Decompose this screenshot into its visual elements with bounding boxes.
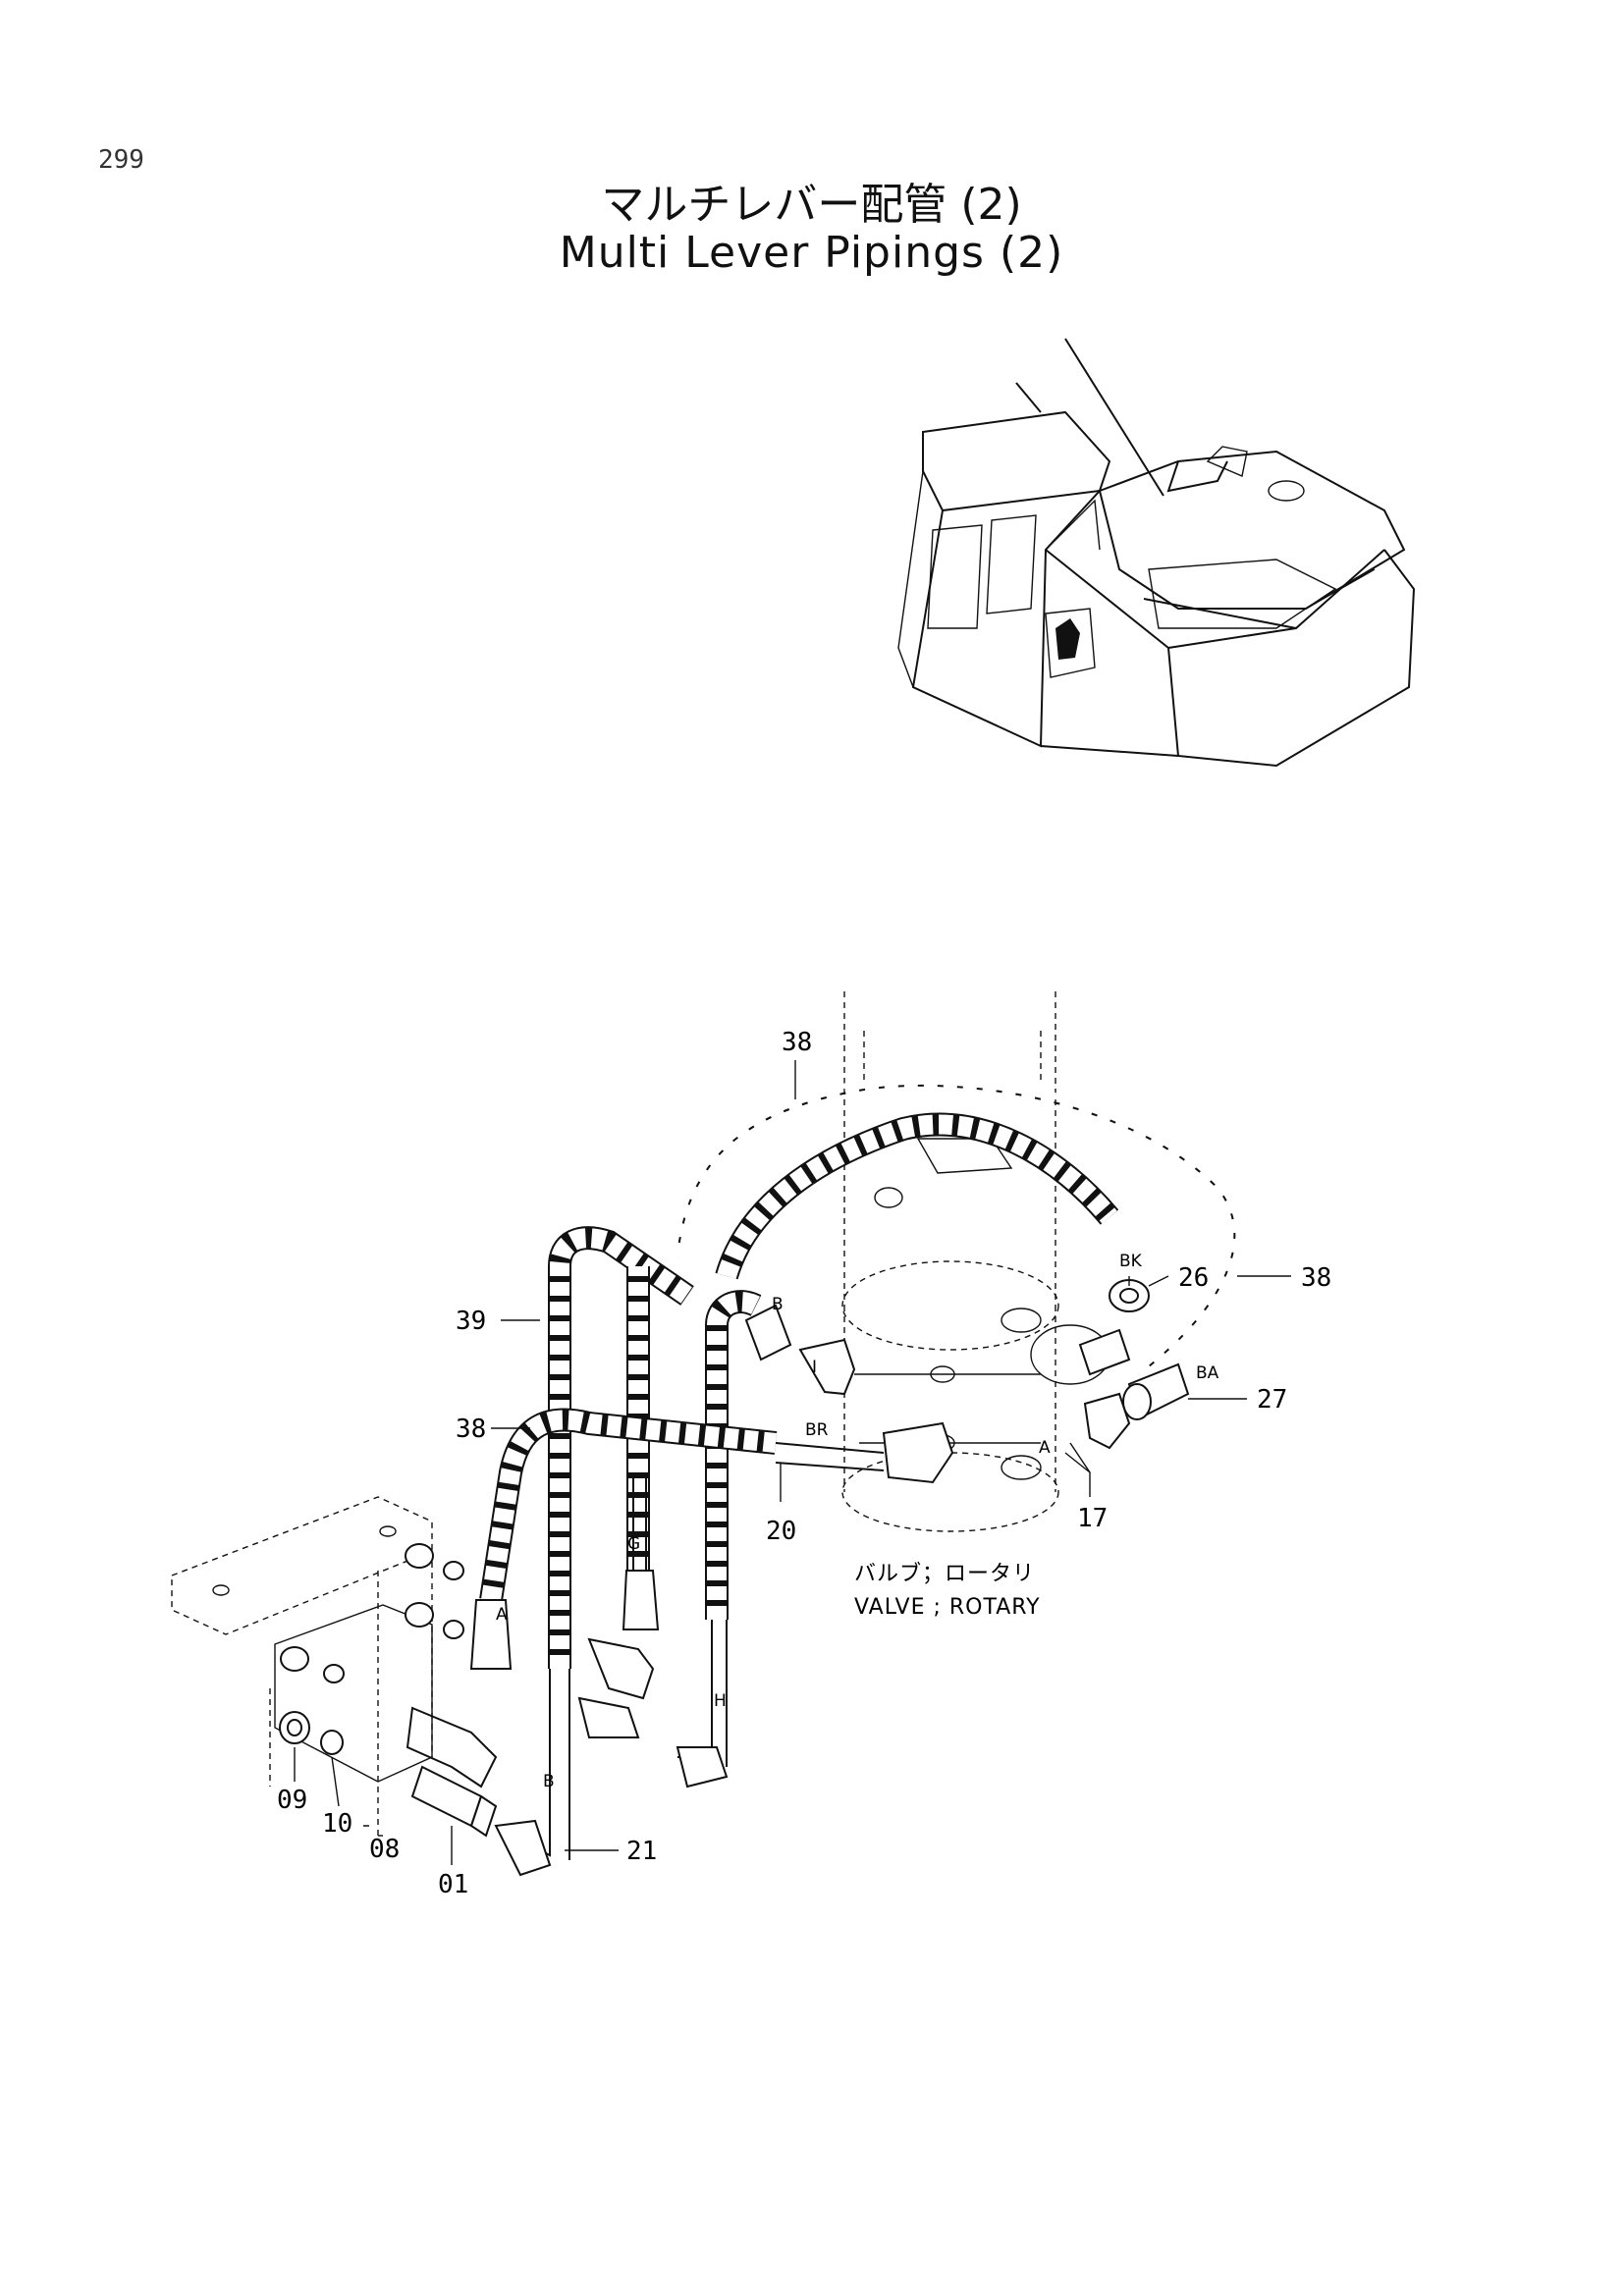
port-label-bk: BK	[1119, 1252, 1143, 1271]
fitting-b-top	[744, 1304, 792, 1362]
hose-39-spiral	[548, 1226, 762, 1669]
port-label-br: BR	[805, 1420, 829, 1440]
ring-10	[320, 1730, 344, 1755]
port-label-ba: BA	[1196, 1363, 1219, 1383]
callout-01: 01	[438, 1870, 468, 1899]
pipe-g	[632, 1472, 647, 1571]
valve-label-japanese: バルブ；ロータリ	[854, 1562, 1035, 1586]
port-label-a-left: A	[496, 1605, 508, 1625]
fitting-27	[1122, 1362, 1190, 1420]
callout-08: 08	[369, 1835, 400, 1864]
callout-38-right: 38	[1301, 1263, 1331, 1293]
callout-09: 09	[277, 1786, 307, 1815]
port-label-h: H	[714, 1691, 727, 1711]
fitting-a-left	[469, 1599, 513, 1670]
port-label-a-right: A	[1039, 1438, 1051, 1458]
hose-38-mid-spiral	[715, 1112, 1119, 1280]
pipe-20	[775, 1442, 885, 1471]
fitting-elbow-i	[798, 1338, 856, 1396]
callout-38-top: 38	[782, 1028, 812, 1057]
page-number: 299	[98, 145, 144, 175]
hose-38-left-spiral	[479, 1408, 778, 1602]
port-label-b-low: B	[543, 1772, 555, 1791]
port-label-g: G	[627, 1534, 640, 1554]
fitting-g	[622, 1570, 660, 1630]
leader-lines	[294, 1060, 1291, 1865]
mounting-plate	[171, 1496, 433, 1836]
callout-21: 21	[626, 1837, 657, 1866]
fitting-elbow-lower	[494, 1637, 729, 1877]
rotary-valve-body	[841, 991, 1110, 1532]
plug-09	[279, 1711, 310, 1744]
page-title-english: Multi Lever Pipings (2)	[559, 228, 1064, 278]
fitting-17-elbows	[1078, 1328, 1131, 1450]
callout-20: 20	[766, 1517, 796, 1546]
callout-26: 26	[1178, 1263, 1209, 1293]
callout-38-left: 38	[456, 1415, 486, 1444]
valve-label-english: VALVE ; ROTARY	[854, 1595, 1041, 1620]
callout-39: 39	[456, 1307, 486, 1336]
hose-38-top-spiral	[668, 1075, 1245, 1382]
fitting-26	[1109, 1279, 1150, 1312]
callout-10: 10	[322, 1809, 352, 1839]
port-label-i: I	[812, 1358, 817, 1377]
fitting-08-elbow	[406, 1706, 498, 1789]
page-title-japanese: マルチレバー配管 (2)	[601, 180, 1022, 230]
excavator-overview-drawing	[897, 338, 1416, 768]
fitting-elbow-br	[882, 1421, 954, 1484]
block-plugs	[280, 1543, 464, 1683]
fitting-01	[410, 1765, 498, 1838]
callout-27: 27	[1257, 1385, 1287, 1415]
callout-17: 17	[1077, 1504, 1108, 1533]
port-label-b-top: B	[772, 1295, 784, 1314]
